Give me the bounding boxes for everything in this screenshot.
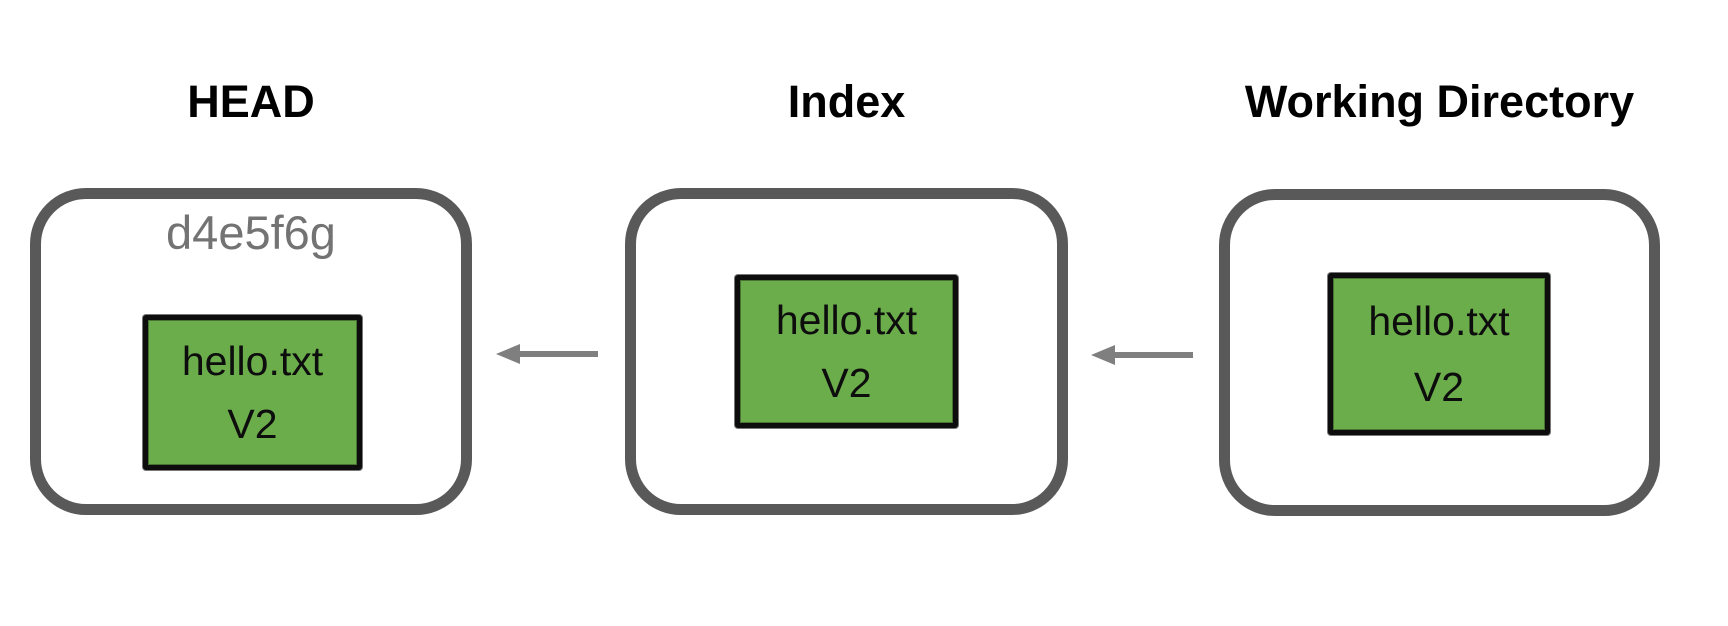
index-title: Index [787,76,906,127]
head-file-name: hello.txt [181,337,324,384]
working-directory-panel: hello.txt V2 [1219,189,1660,516]
head-file-card: hello.txt V2 [143,315,362,470]
left-arrowhead-icon [1091,345,1115,365]
working-directory-title: Working Directory [1244,76,1635,127]
working-directory-to-index-arrow-shaft [1113,352,1193,358]
working-directory-file-version: V2 [1413,364,1465,410]
index-file-version: V2 [821,360,872,406]
index-to-head-arrow-shaft [518,351,598,357]
index-file-name: hello.txt [775,297,918,343]
left-arrowhead-icon [496,344,520,364]
working-directory-file-name: hello.txt [1368,298,1510,344]
head-title: HEAD [187,76,315,127]
head-panel: d4e5f6g hello.txt V2 [30,188,472,515]
head-file-version: V2 [227,401,278,448]
working-directory-file-card: hello.txt V2 [1328,273,1550,435]
commit-hash-label: d4e5f6g [166,206,336,259]
index-panel: hello.txt V2 [625,188,1068,515]
index-file-card: hello.txt V2 [735,275,958,428]
